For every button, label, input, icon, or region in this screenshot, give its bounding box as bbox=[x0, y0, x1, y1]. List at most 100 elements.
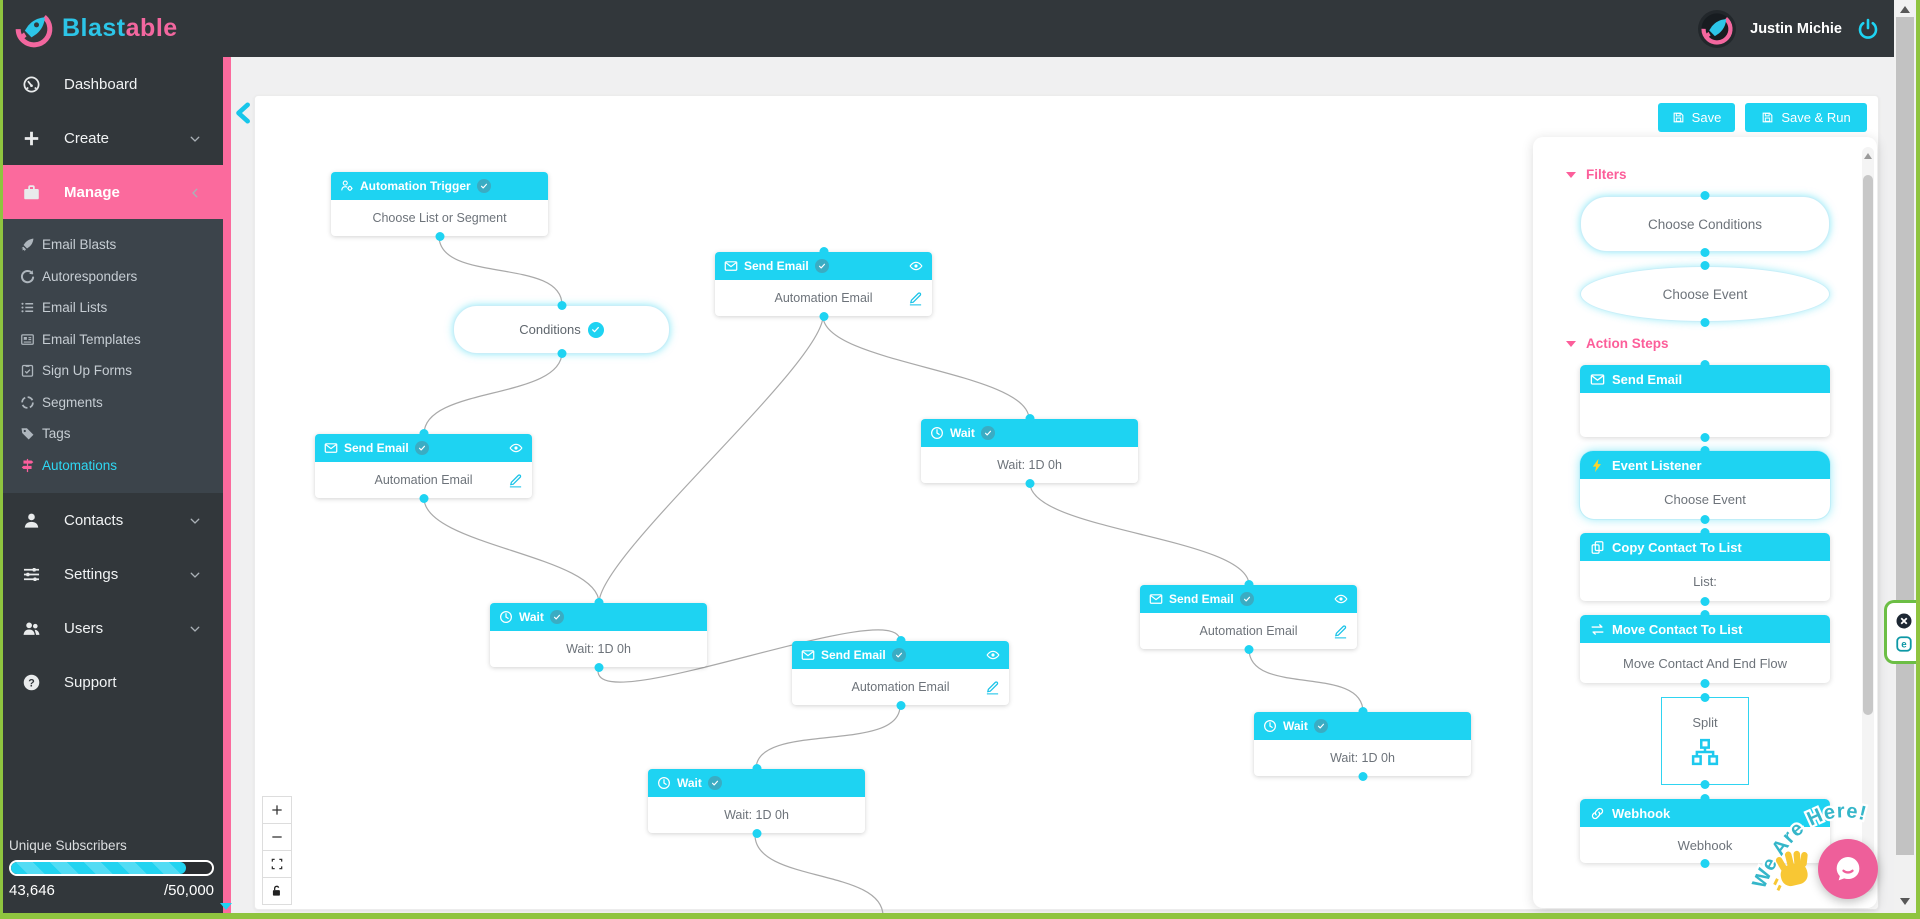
eye-icon[interactable] bbox=[509, 441, 523, 455]
connector-top-handle[interactable] bbox=[1700, 794, 1710, 803]
connector-top-handle[interactable] bbox=[1700, 693, 1710, 702]
connector-top-handle[interactable] bbox=[752, 764, 761, 773]
sidebar-item-email-blasts[interactable]: Email Blasts bbox=[0, 229, 223, 261]
sidebar-item-contacts[interactable]: Contacts bbox=[0, 493, 223, 547]
connector-top-handle[interactable] bbox=[1025, 414, 1034, 423]
user-avatar[interactable] bbox=[1698, 9, 1737, 48]
connector-top-handle[interactable] bbox=[896, 636, 905, 645]
save-button[interactable]: Save bbox=[1658, 103, 1735, 132]
connector-bottom-handle[interactable] bbox=[1700, 679, 1710, 688]
eye-icon[interactable] bbox=[986, 648, 1000, 662]
pencil-icon[interactable] bbox=[1333, 624, 1348, 639]
connector-bottom-handle[interactable] bbox=[1700, 859, 1710, 868]
connector-bottom-handle[interactable] bbox=[594, 663, 603, 672]
close-icon[interactable] bbox=[1895, 612, 1913, 630]
sidebar-item-segments[interactable]: Segments bbox=[0, 387, 223, 419]
connector-top-handle[interactable] bbox=[1700, 191, 1710, 200]
sidebar-item-users[interactable]: Users bbox=[0, 601, 223, 655]
power-icon[interactable] bbox=[1856, 17, 1880, 41]
pencil-icon[interactable] bbox=[908, 291, 923, 306]
lightning-icon bbox=[1590, 458, 1605, 473]
panel-section-header[interactable]: Action Steps bbox=[1566, 336, 1830, 351]
connector-bottom-handle[interactable] bbox=[819, 312, 828, 321]
save-and-run-button[interactable]: Save & Run bbox=[1745, 103, 1867, 132]
fit-view-button[interactable] bbox=[262, 850, 292, 878]
panel-section-header[interactable]: Filters bbox=[1566, 167, 1830, 182]
chat-launcher-button[interactable] bbox=[1818, 839, 1878, 899]
sidebar-item-email-templates[interactable]: Email Templates bbox=[0, 324, 223, 356]
scroll-down-arrow[interactable] bbox=[1900, 898, 1910, 905]
pencil-icon[interactable] bbox=[508, 473, 523, 488]
sidebar-item-create[interactable]: Create bbox=[0, 111, 223, 165]
eye-icon[interactable] bbox=[1334, 592, 1348, 606]
connector-top-handle[interactable] bbox=[1244, 580, 1253, 589]
pencil-icon[interactable] bbox=[985, 680, 1000, 695]
chevron-left-icon[interactable] bbox=[233, 100, 255, 126]
connector-bottom-handle[interactable] bbox=[1700, 248, 1710, 257]
sidebar-item-sign-up-forms[interactable]: Sign Up Forms bbox=[0, 355, 223, 387]
zoom-out-button[interactable] bbox=[262, 823, 292, 851]
connector-bottom-handle[interactable] bbox=[1700, 515, 1710, 524]
connector-bottom-handle[interactable] bbox=[1700, 597, 1710, 606]
connector-top-handle[interactable] bbox=[1700, 610, 1710, 619]
panel-item-split[interactable]: Split bbox=[1580, 693, 1830, 789]
zoom-in-button[interactable] bbox=[262, 796, 292, 824]
scroll-up-arrow[interactable] bbox=[1900, 6, 1910, 13]
connector-bottom-handle[interactable] bbox=[1358, 772, 1367, 781]
connector-top-handle[interactable] bbox=[1358, 707, 1367, 716]
sidebar-item-settings[interactable]: Settings bbox=[0, 547, 223, 601]
sidebar-item-automations[interactable]: Automations bbox=[0, 450, 223, 482]
connector-bottom-handle[interactable] bbox=[896, 701, 905, 710]
connector-top-handle[interactable] bbox=[1700, 446, 1710, 455]
connector-bottom-handle[interactable] bbox=[419, 494, 428, 503]
connector-bottom-handle[interactable] bbox=[1700, 780, 1710, 789]
panel-item-send-email[interactable]: Send Email bbox=[1580, 360, 1830, 442]
connector-top-handle[interactable] bbox=[819, 247, 828, 256]
sidebar-item-autoresponders[interactable]: Autoresponders bbox=[0, 261, 223, 293]
page-scrollbar-thumb[interactable] bbox=[1896, 17, 1914, 855]
connector-top-handle[interactable] bbox=[557, 301, 566, 310]
connector-top-handle[interactable] bbox=[1700, 528, 1710, 537]
connector-bottom-handle[interactable] bbox=[435, 232, 444, 241]
panel-item-choose-conditions[interactable]: Choose Conditions bbox=[1580, 191, 1830, 257]
eye-icon[interactable] bbox=[909, 259, 923, 273]
connector-bottom-handle[interactable] bbox=[1025, 479, 1034, 488]
sidebar-item-dashboard[interactable]: Dashboard bbox=[0, 57, 223, 111]
page-scrollbar[interactable] bbox=[1894, 0, 1916, 919]
connector-top-handle[interactable] bbox=[419, 429, 428, 438]
tag-icon bbox=[20, 426, 35, 441]
sidebar-item-email-lists[interactable]: Email Lists bbox=[0, 292, 223, 324]
panel-item-choose-event[interactable]: Choose Event bbox=[1580, 261, 1830, 327]
connector-bottom-handle[interactable] bbox=[557, 349, 566, 358]
connector-top-handle[interactable] bbox=[594, 598, 603, 607]
lock-button[interactable] bbox=[262, 877, 292, 905]
sidebar-item-label: Manage bbox=[64, 183, 120, 201]
connector-bottom-handle[interactable] bbox=[1700, 433, 1710, 442]
flow-node-conditions[interactable]: Conditions bbox=[453, 301, 670, 358]
sidebar-item-manage[interactable]: Manage bbox=[0, 165, 223, 219]
panel-scrollbar-thumb[interactable] bbox=[1863, 175, 1873, 715]
brand-logo[interactable]: Blastable bbox=[14, 9, 178, 49]
sidebar-item-support[interactable]: ?Support bbox=[0, 655, 223, 709]
e-logo-icon[interactable]: e bbox=[1895, 635, 1913, 653]
connector-top-handle[interactable] bbox=[1700, 360, 1710, 369]
panel-scrollbar[interactable] bbox=[1862, 147, 1874, 892]
connector-bottom-handle[interactable] bbox=[752, 829, 761, 838]
connector-bottom-handle[interactable] bbox=[1244, 645, 1253, 654]
panel-section-title: Filters bbox=[1586, 167, 1627, 182]
connector-bottom-handle[interactable] bbox=[1700, 318, 1710, 327]
sidebar-item-tags[interactable]: Tags bbox=[0, 418, 223, 450]
connector-top-handle[interactable] bbox=[1700, 261, 1710, 270]
